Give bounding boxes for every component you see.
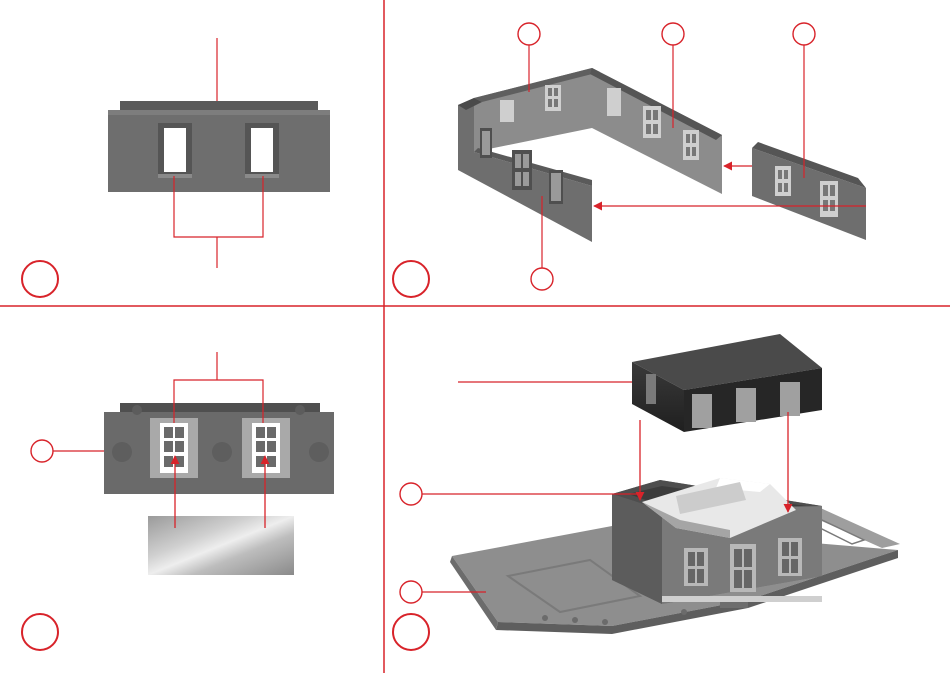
step-number-circle — [393, 261, 429, 297]
part-callout-circle — [662, 23, 684, 45]
window-glazing-sheet — [148, 516, 294, 575]
part-callout-circle — [793, 23, 815, 45]
step-number-circle — [393, 614, 429, 650]
roof-block — [632, 334, 822, 432]
part-callout-circle — [531, 268, 553, 290]
step-number-circle — [22, 614, 58, 650]
u-shaped-wall-assembly — [458, 68, 722, 242]
panel-step-1 — [22, 38, 330, 297]
part-callout-circle — [518, 23, 540, 45]
wall-panel-inner-view — [104, 403, 334, 494]
part-callout-circle — [400, 581, 422, 603]
wall-panel-plain — [108, 101, 330, 192]
part-callout-circle — [31, 440, 53, 462]
panel-step-3 — [22, 352, 334, 650]
step-number-circle — [22, 261, 58, 297]
part-callout-circle — [400, 483, 422, 505]
front-wall-piece — [752, 142, 866, 240]
panel-step-4 — [393, 334, 900, 650]
panel-step-2 — [393, 23, 866, 297]
